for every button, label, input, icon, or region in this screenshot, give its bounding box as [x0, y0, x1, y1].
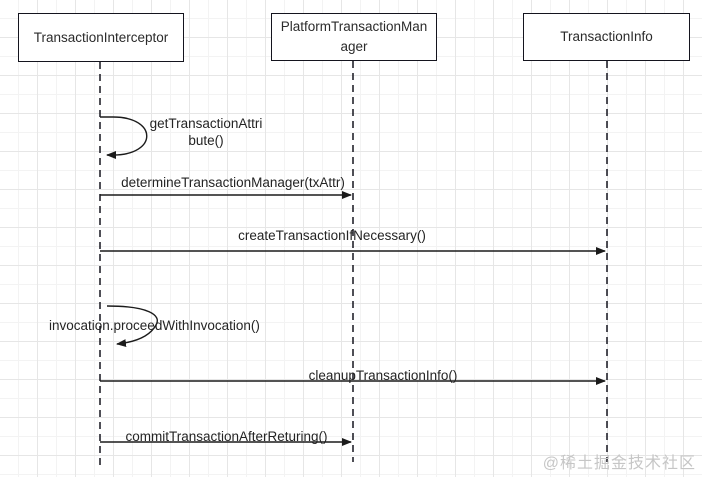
- message-label-get-transaction-attribute: getTransactionAttribute(): [149, 116, 263, 148]
- message-label-create-transaction-if-necessary: createTransactionIfNecessary(): [238, 228, 426, 243]
- actor-label: TransactionInterceptor: [33, 29, 169, 45]
- juejin-watermark: @稀土掘金技术社区: [542, 455, 696, 472]
- message-label-determine-transaction-manager: determineTransactionManager(txAttr): [121, 175, 345, 190]
- message-label-cleanup-transaction-info: cleanupTransactionInfo(): [308, 368, 458, 383]
- actor-transaction-info: TransactionInfo: [523, 13, 690, 61]
- actor-label: PlatformTransactionManager: [280, 19, 428, 54]
- actor-label: TransactionInfo: [560, 29, 653, 45]
- message-label-commit-transaction-after-returing: commitTransactionAfterReturing(): [125, 429, 328, 444]
- actor-transaction-interceptor: TransactionInterceptor: [18, 13, 184, 62]
- self-message-arrow-get-transaction-attribute: [100, 116, 148, 159]
- actor-platform-transaction-manager: PlatformTransactionManager: [271, 13, 437, 61]
- message-label-proceed-with-invocation: invocation.proceedWithInvocation(): [49, 318, 260, 333]
- self-message-arrow-proceed-with-invocation: [106, 305, 158, 348]
